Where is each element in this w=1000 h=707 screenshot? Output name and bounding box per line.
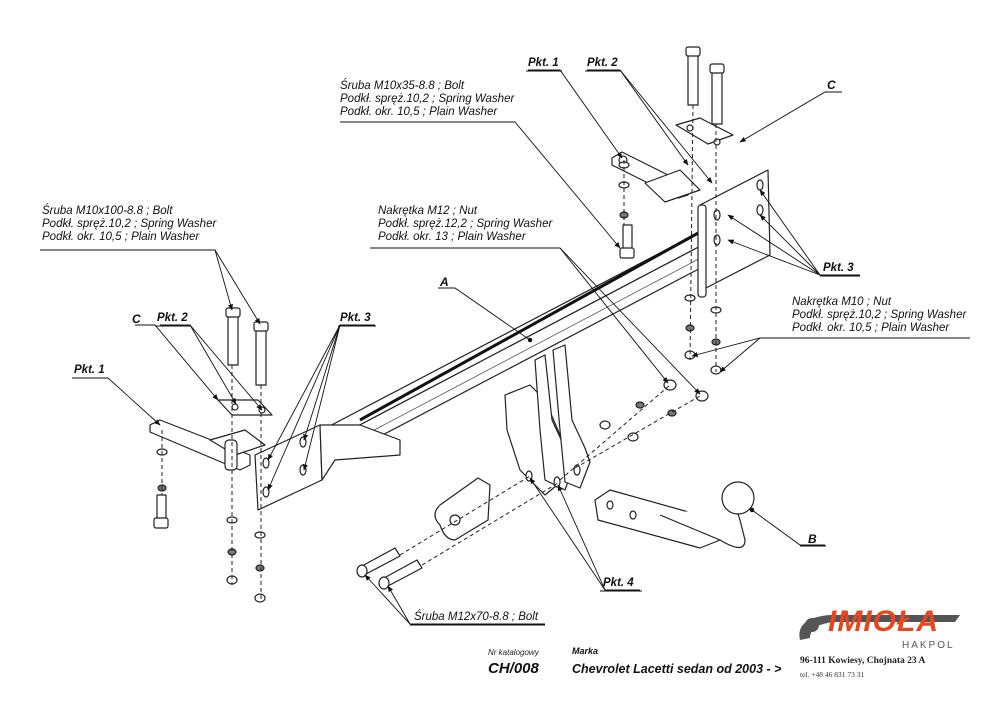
label-pkt3-left: Pkt. 3 <box>340 312 371 324</box>
vehicle-model: Chevrolet Lacetti sedan od 2003 - > <box>572 662 782 676</box>
drop-plate <box>504 344 591 496</box>
note-line: Podkł. okr. 10,5 ; Plain Washer <box>792 322 950 334</box>
note-line: Nakrętka M10 ; Nut <box>792 296 892 308</box>
leader-lines <box>40 69 970 625</box>
note-line: Śruba M10x35-8.8 ; Bolt <box>340 80 465 92</box>
note-line: Podkł. okr. 10,5 ; Plain Washer <box>340 106 498 118</box>
catalog-number: CH/008 <box>488 660 539 677</box>
logo-imiola: IMIOŁA <box>828 605 939 638</box>
note-line: Śruba M10x100-8.8 ; Bolt <box>42 205 173 217</box>
m12-bolts <box>356 547 423 590</box>
label-pkt2-right: Pkt. 2 <box>587 57 618 69</box>
label-c-left: C <box>132 312 141 326</box>
note-line: Podkł. okr. 13 ; Plain Washer <box>378 231 526 243</box>
label-pkt4: Pkt. 4 <box>603 577 634 589</box>
note-line: Podkł. spręż.10,2 ; Spring Washer <box>792 309 967 321</box>
long-bolts <box>153 46 725 529</box>
left-bracket <box>149 399 401 511</box>
note-line: Podkł. spręż.10,2 ; Spring Washer <box>340 93 515 105</box>
note-line: Podkł. okr. 10,5 ; Plain Washer <box>42 231 200 243</box>
note-line: Podkł. spręż.10,2 ; Spring Washer <box>42 218 217 230</box>
note-left-bolt: Śruba M10x100-8.8 ; Bolt Podkł. spręż.10… <box>42 205 216 244</box>
imiola-logo-swoosh <box>799 615 960 640</box>
label-pkt3-right: Pkt. 3 <box>823 262 854 274</box>
label-pkt1-left: Pkt. 1 <box>74 364 105 376</box>
label-a: A <box>440 275 449 289</box>
electric-socket-plate <box>434 477 491 541</box>
note-line: Podkł. spręż.12,2 ; Spring Washer <box>378 218 553 230</box>
label-c-right: C <box>827 78 836 92</box>
ball-neck-b <box>594 481 755 549</box>
company-address: 96-111 Kowiesy, Chojnata 23 A <box>800 656 926 666</box>
label-pkt1-right: Pkt. 1 <box>528 57 559 69</box>
note-bottom-bolt: Śruba M12x70-8.8 ; Bolt <box>414 611 539 623</box>
note-right-nut: Nakrętka M10 ; Nut Podkł. spręż.10,2 ; S… <box>792 296 966 335</box>
label-pkt2-left: Pkt. 2 <box>157 312 188 324</box>
note-middle-nut: Nakrętka M12 ; Nut Podkł. spręż.12,2 ; S… <box>378 205 552 244</box>
right-bracket <box>611 117 771 298</box>
assembly-lines <box>161 104 717 600</box>
catalog-label: Nr katalogowy <box>488 648 539 657</box>
logo-hakpol: HAKPOL <box>902 640 955 651</box>
brand-label: Marka <box>572 646 599 656</box>
note-line: Nakrętka M12 ; Nut <box>378 205 478 217</box>
crossbar-a <box>321 230 713 461</box>
label-b: B <box>808 532 817 546</box>
note-top-bolt: Śruba M10x35-8.8 ; Bolt Podkł. spręż.10,… <box>340 80 514 119</box>
company-phone: tel. +48 46 831 73 31 <box>800 670 865 679</box>
